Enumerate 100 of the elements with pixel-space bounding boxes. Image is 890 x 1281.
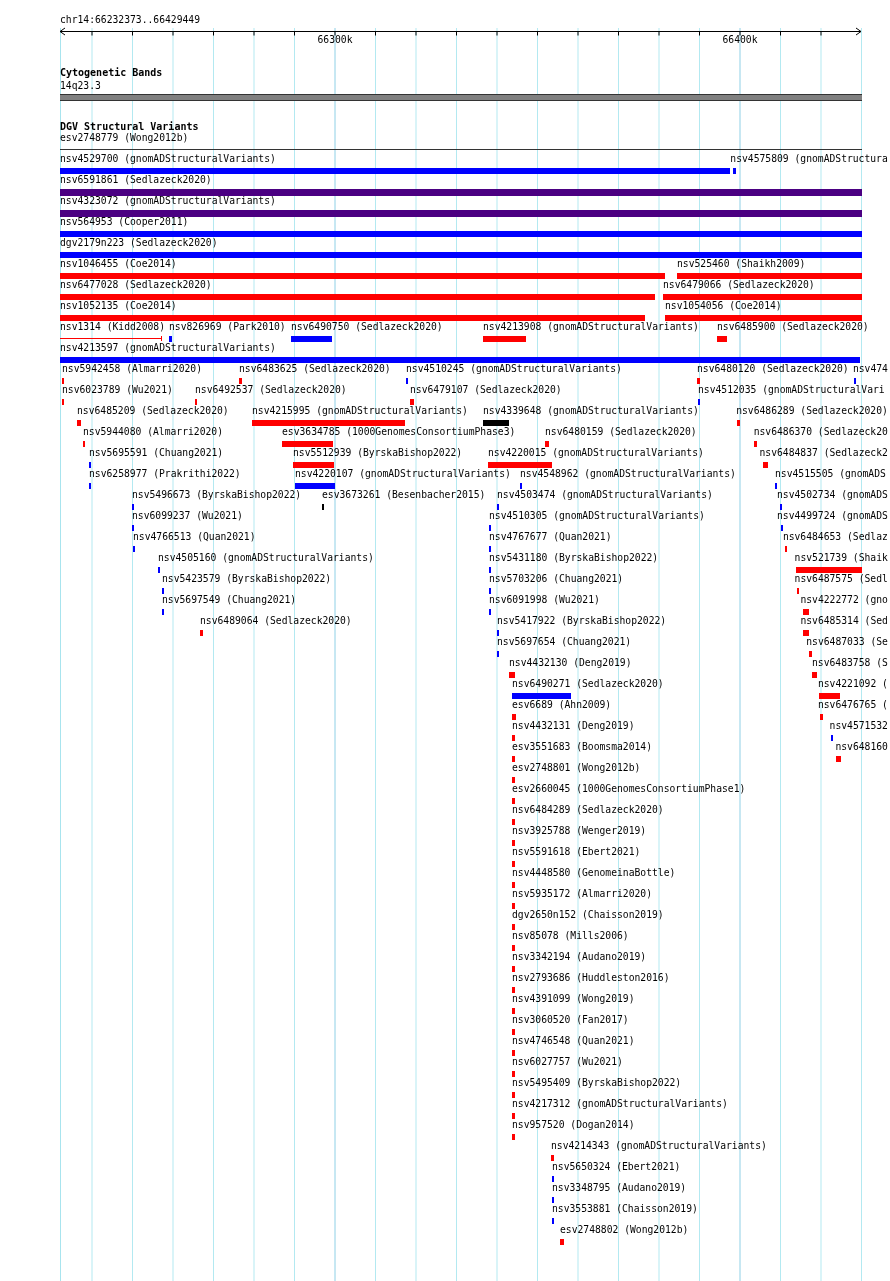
- variant-label: nsv4529700 (gnomADStructuralVariants): [60, 153, 276, 165]
- variant-label: nsv4217312 (gnomADStructuralVariants): [512, 1098, 728, 1110]
- variant-label: nsv4575809 (gnomADStructura: [730, 153, 888, 165]
- variant-label: nsv85078 (Mills2006): [512, 930, 629, 942]
- variant-label: nsv4215995 (gnomADStructuralVariants): [252, 405, 468, 417]
- variant-label: nsv6484653 (Sedlaz: [782, 531, 888, 543]
- variant-label: nsv6489064 (Sedlazeck2020): [200, 615, 352, 627]
- variant-label: nsv5697549 (Chuang2021): [162, 594, 297, 606]
- variant-label: nsv6476765 (: [817, 699, 888, 711]
- tick-label: 66300k: [317, 34, 353, 46]
- variant-label: nsv6091998 (Wu2021): [489, 594, 600, 606]
- variant-label: nsv3342194 (Audano2019): [512, 951, 647, 963]
- variant-label: nsv521739 (Shaik: [794, 552, 888, 564]
- variant-label: nsv5650324 (Ebert2021): [552, 1161, 681, 1173]
- variant-label: nsv5417922 (ByrskaBishop2022): [497, 615, 667, 627]
- variant-label: nsv6479107 (Sedlazeck2020): [410, 384, 562, 396]
- variant-label: nsv4571532: [829, 720, 888, 732]
- variant-label: nsv4323072 (gnomADStructuralVariants): [60, 195, 276, 207]
- variant-label: esv6689 (Ahn2009): [512, 699, 612, 711]
- variant-label: nsv6490271 (Sedlazeck2020): [512, 678, 664, 690]
- variant-label: nsv4222772 (gno: [800, 594, 888, 606]
- variant-label: nsv6486370 (Sedlazeck20: [753, 426, 888, 438]
- variant-label: nsv6485209 (Sedlazeck2020): [77, 405, 229, 417]
- variant-label: nsv4510305 (gnomADStructuralVariants): [489, 510, 705, 522]
- variant-label: nsv4766513 (Quan2021): [133, 531, 256, 543]
- variant-label: nsv6591861 (Sedlazeck2020): [60, 174, 212, 186]
- variant-label: nsv3060520 (Fan2017): [512, 1014, 629, 1026]
- variant-label: nsv5431180 (ByrskaBishop2022): [489, 552, 659, 564]
- variant-label: nsv6477028 (Sedlazeck2020): [60, 279, 212, 291]
- variant-label: nsv4391099 (Wong2019): [512, 993, 635, 1005]
- variant-label: nsv6099237 (Wu2021): [132, 510, 243, 522]
- variant-label: nsv4214343 (gnomADStructuralVariants): [551, 1140, 767, 1152]
- variant-label: nsv5703206 (Chuang2021): [489, 573, 624, 585]
- variant-label: nsv4499724 (gnomADS: [777, 510, 888, 522]
- tick-label: 66400k: [722, 34, 758, 46]
- variant-label: nsv4220107 (gnomADStructuralVariants): [295, 468, 511, 480]
- variant-label: nsv474: [852, 363, 888, 375]
- variant-label: esv3634785 (1000GenomesConsortiumPhase3): [282, 426, 516, 438]
- variant-label: nsv4221092 (: [817, 678, 888, 690]
- variant-label: nsv5935172 (Almarri2020): [512, 888, 652, 900]
- variant-label: nsv5591618 (Ebert2021): [512, 846, 641, 858]
- variant-label: esv2660045 (1000GenomesConsortiumPhase1): [512, 783, 746, 795]
- region-label: chr14:66232373..66429449: [60, 14, 200, 26]
- variant-label: nsv4548962 (gnomADStructuralVariants): [520, 468, 736, 480]
- variant-label: esv3673261 (Besenbacher2015): [322, 489, 486, 501]
- variant-label: nsv6485900 (Sedlazeck2020): [717, 321, 869, 333]
- variant-label: nsv1052135 (Coe2014): [60, 300, 177, 312]
- variant-label: nsv3348795 (Audano2019): [552, 1182, 687, 1194]
- variant-label: nsv1314 (Kidd2008): [60, 321, 165, 333]
- variant-label: nsv6485314 (Sed: [800, 615, 888, 627]
- variant-label: dgv2179n223 (Sedlazeck2020): [60, 237, 218, 249]
- variant-label: esv2748779 (Wong2012b): [60, 132, 189, 144]
- variant-label: nsv4448580 (GenomeinaBottle): [512, 867, 676, 879]
- variant-label: nsv6027757 (Wu2021): [512, 1056, 623, 1068]
- variant-label: nsv957520 (Dogan2014): [512, 1119, 635, 1131]
- track-title: Cytogenetic Bands: [60, 67, 163, 79]
- variant-label: nsv5495409 (ByrskaBishop2022): [512, 1077, 682, 1089]
- variant-label: nsv5697654 (Chuang2021): [497, 636, 632, 648]
- variant-label: nsv5695591 (Chuang2021): [89, 447, 224, 459]
- variant-label: nsv525460 (Shaikh2009): [677, 258, 806, 270]
- variant-label: nsv3925788 (Wenger2019): [512, 825, 647, 837]
- variant-label: nsv4432131 (Deng2019): [512, 720, 635, 732]
- variant-label: esv3551683 (Boomsma2014): [512, 741, 652, 753]
- variant-label: nsv4510245 (gnomADStructuralVariants): [406, 363, 622, 375]
- variant-label: nsv4503474 (gnomADStructuralVariants): [497, 489, 713, 501]
- variant-label: nsv5423579 (ByrskaBishop2022): [162, 573, 332, 585]
- variant-label: nsv4515505 (gnomADS: [775, 468, 886, 480]
- variant-label: nsv4512035 (gnomADStructuralVari: [698, 384, 885, 396]
- variant-label: nsv5496673 (ByrskaBishop2022): [132, 489, 302, 501]
- variant-label: nsv4339648 (gnomADStructuralVariants): [483, 405, 699, 417]
- variant-label: nsv6490750 (Sedlazeck2020): [291, 321, 443, 333]
- variant-label: esv2748801 (Wong2012b): [512, 762, 641, 774]
- band-label: 14q23.3: [60, 79, 101, 92]
- variant-label: nsv826969 (Park2010): [169, 321, 286, 333]
- variant-label: nsv648160: [835, 741, 888, 753]
- variant-label: nsv4213908 (gnomADStructuralVariants): [483, 321, 699, 333]
- variant-label: dgv2650n152 (Chaisson2019): [512, 909, 664, 921]
- variant-label: nsv564953 (Cooper2011): [60, 216, 189, 228]
- variant-label: nsv6479066 (Sedlazeck2020): [663, 279, 815, 291]
- variant-label: nsv4767677 (Quan2021): [489, 531, 612, 543]
- variant-label: nsv6484289 (Sedlazeck2020): [512, 804, 664, 816]
- variant-label: nsv4505160 (gnomADStructuralVariants): [158, 552, 374, 564]
- variant-label: nsv5512939 (ByrskaBishop2022): [293, 447, 463, 459]
- variant-label: nsv5942458 (Almarri2020): [62, 363, 202, 375]
- variant-label: nsv6480120 (Sedlazeck2020): [697, 363, 849, 375]
- variant-label: nsv3553881 (Chaisson2019): [552, 1203, 698, 1215]
- variant-label: nsv4746548 (Quan2021): [512, 1035, 635, 1047]
- variant-label: nsv4432130 (Deng2019): [509, 657, 632, 669]
- variant-label: nsv6487033 (Se: [806, 636, 888, 648]
- track-title: DGV Structural Variants: [60, 121, 199, 133]
- variant-label: nsv5944080 (Almarri2020): [83, 426, 223, 438]
- variant-label: nsv6258977 (Prakrithi2022): [89, 468, 241, 480]
- variant-label: nsv6023789 (Wu2021): [62, 384, 173, 396]
- variant-label: nsv4220015 (gnomADStructuralVariants): [488, 447, 704, 459]
- variant-label: nsv6487575 (Sedl: [794, 573, 888, 585]
- variant-label: nsv6492537 (Sedlazeck2020): [195, 384, 347, 396]
- variant-label: nsv6480159 (Sedlazeck2020): [545, 426, 697, 438]
- variant-label: nsv2793686 (Huddleston2016): [512, 972, 670, 984]
- variant-label: esv2748802 (Wong2012b): [560, 1224, 689, 1236]
- variant-label: nsv6483758 (S: [812, 657, 888, 669]
